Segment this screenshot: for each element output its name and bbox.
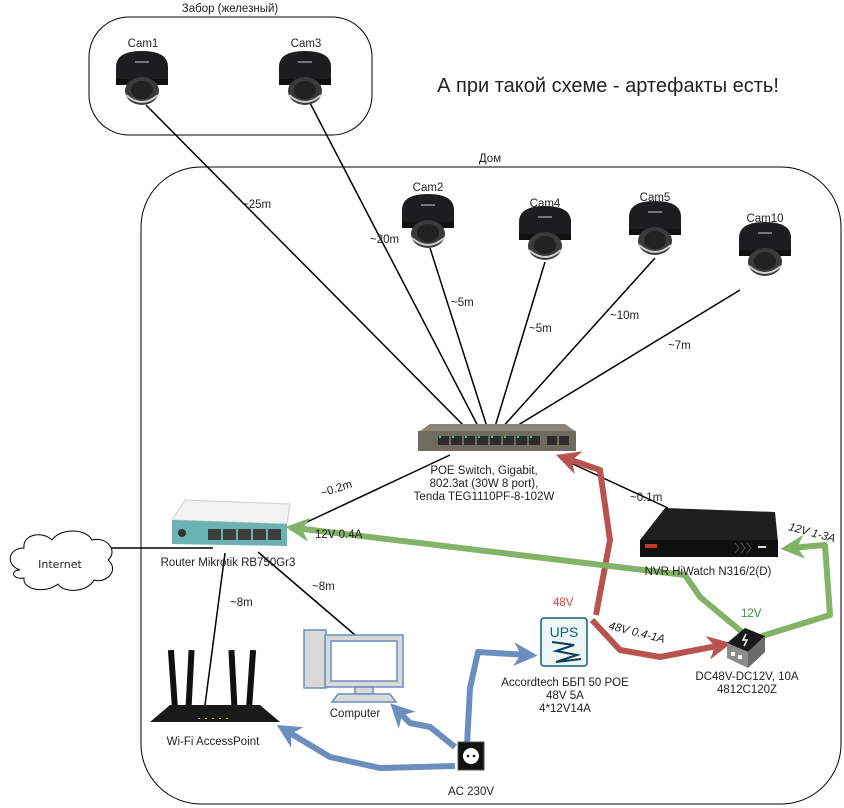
internet-cloud[interactable]: Internet xyxy=(9,530,114,591)
camera-cam4[interactable]: Cam4 xyxy=(518,198,572,261)
power-ac-to-computer[interactable] xyxy=(390,703,457,750)
cloud-icon xyxy=(9,530,114,591)
wifi-access-point[interactable]: Wi-Fi AccessPoint xyxy=(150,649,280,748)
cable-cam3[interactable] xyxy=(309,102,481,431)
power-outlet-icon xyxy=(457,741,485,771)
house-zone-label: Дом xyxy=(479,153,501,165)
camera-label: Cam5 xyxy=(640,192,671,204)
cable-cam4[interactable] xyxy=(493,261,546,431)
power-ac-to-ap[interactable] xyxy=(276,725,456,771)
power-48v-lines xyxy=(555,451,732,660)
switch-label-line3: Tenda TEG1110PF-8-102W xyxy=(414,491,555,503)
cable-length-router-ap: ~8m xyxy=(230,597,253,609)
cable-router-ap[interactable] xyxy=(204,552,226,706)
network-cables xyxy=(105,102,741,706)
house-zone xyxy=(140,166,842,805)
computer[interactable]: Computer xyxy=(303,629,404,720)
cable-length-cam10: ~7m xyxy=(668,340,691,352)
camera-label: Cam3 xyxy=(291,38,322,50)
camera-cam2[interactable]: Cam2 xyxy=(401,182,455,249)
camera-cam1[interactable]: Cam1 xyxy=(115,38,169,106)
router-label: Router Mikrotik RB750Gr3 xyxy=(161,557,296,569)
camera-label: Cam4 xyxy=(530,198,561,210)
poe-switch[interactable]: POE Switch, Gigabit, 802.3at (30W 8 port… xyxy=(414,424,576,503)
switch-label-line2: 802.3at (30W 8 port), xyxy=(430,478,539,490)
switch-label-line1: POE Switch, Gigabit, xyxy=(430,465,537,477)
camera-label: Cam2 xyxy=(413,182,444,194)
power-12v-lines xyxy=(285,517,833,639)
camera-label: Cam10 xyxy=(746,213,783,225)
fence-zone xyxy=(88,16,373,136)
dome-camera-icon xyxy=(115,50,169,106)
power-12v-to-nvr[interactable] xyxy=(761,534,833,639)
dc-converter[interactable]: DC48V-DC12V, 10A 4812C120Z xyxy=(695,628,799,696)
ups-label-line2: 48V 5A xyxy=(546,690,584,702)
router-icon xyxy=(171,499,291,546)
ups-icon-text: UPS xyxy=(550,624,579,640)
power-label-to-nvr: 12V 1-3A xyxy=(787,521,837,545)
nvr-label: NVR HiWatch N316/2(D) xyxy=(645,566,772,578)
cable-cam1[interactable] xyxy=(145,104,469,431)
dome-camera-icon xyxy=(628,200,682,256)
computer-label: Computer xyxy=(330,708,381,720)
cable-length-router-switch: ~0.2m xyxy=(319,478,353,499)
cable-router-computer[interactable] xyxy=(257,551,356,636)
wifi-router-icon xyxy=(150,649,280,722)
nvr-hiwatch[interactable]: NVR HiWatch N316/2(D) xyxy=(640,508,778,578)
power-ac-lines xyxy=(276,642,538,771)
cable-cam10[interactable] xyxy=(509,289,741,431)
cable-cam2[interactable] xyxy=(429,247,489,431)
access-point-label: Wi-Fi AccessPoint xyxy=(167,736,260,748)
camera-label: Cam1 xyxy=(128,38,159,50)
power-ac-to-ups[interactable] xyxy=(464,642,538,746)
cable-length-cam2: ~5m xyxy=(451,297,474,309)
dome-camera-icon xyxy=(738,221,792,277)
converter-label-line1: DC48V-DC12V, 10A xyxy=(695,671,798,683)
power-48v-to-converter[interactable] xyxy=(589,617,732,660)
diagram-title: А при такой схеме - артефакты есть! xyxy=(437,75,779,97)
dome-camera-icon xyxy=(278,50,332,106)
ups-accordtech[interactable]: UPS Accordtech ББП 50 POE 48V 5A 4*12V14… xyxy=(501,617,629,715)
power-label-ups-out: 48V xyxy=(553,597,574,609)
dome-camera-icon xyxy=(401,193,455,249)
power-label-converter-out: 12V xyxy=(741,608,762,620)
nvr-icon xyxy=(640,508,778,557)
dome-camera-icon xyxy=(518,205,572,261)
cable-length-cam1: ~25m xyxy=(242,199,271,211)
camera-cam10[interactable]: Cam10 xyxy=(738,213,792,277)
ac-outlet[interactable]: AC 230V xyxy=(448,741,494,798)
cable-length-cam3: ~20m xyxy=(370,234,399,246)
outlet-label: AC 230V xyxy=(448,786,494,798)
power-48v-to-switch[interactable] xyxy=(555,451,613,616)
cable-router-switch[interactable] xyxy=(289,454,451,531)
router-mikrotik[interactable]: Router Mikrotik RB750Gr3 xyxy=(161,499,296,569)
cable-length-cam5: ~10m xyxy=(610,310,639,322)
ups-icon: UPS xyxy=(540,617,588,667)
cable-cam5[interactable] xyxy=(499,257,656,431)
cable-length-cam4: ~5m xyxy=(529,323,552,335)
ups-label-line1: Accordtech ББП 50 POE xyxy=(501,677,629,689)
cable-length-switch-nvr: ~0.1m xyxy=(630,492,662,504)
fence-zone-label: Забор (железный) xyxy=(182,3,279,15)
computer-icon xyxy=(303,629,404,703)
camera-cam3[interactable]: Cam3 xyxy=(278,38,332,106)
camera-cam5[interactable]: Cam5 xyxy=(628,192,682,256)
cable-length-router-computer: ~8m xyxy=(312,581,335,593)
power-converter-icon xyxy=(727,628,765,668)
power-label-to-router: 12V 0.4A xyxy=(315,529,363,541)
converter-label-line2: 4812C120Z xyxy=(717,684,777,696)
switch-icon xyxy=(418,424,576,451)
power-12v-to-router[interactable] xyxy=(285,517,744,635)
ups-label-line3: 4*12V14A xyxy=(539,703,591,715)
internet-label: Internet xyxy=(38,558,82,571)
